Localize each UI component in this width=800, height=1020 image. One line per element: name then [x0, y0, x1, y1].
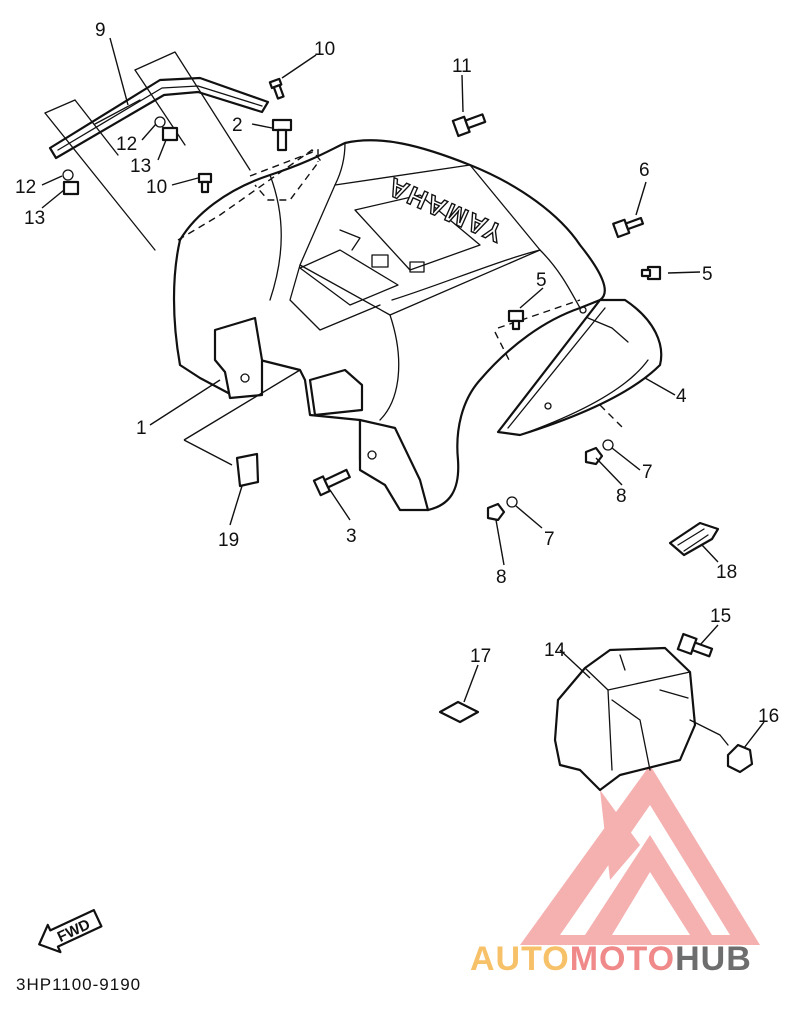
callout-4: 4: [676, 386, 687, 407]
callout-15: 15: [710, 606, 731, 627]
callout-2: 2: [232, 115, 243, 136]
washer-7-left: [506, 496, 518, 508]
callout-3: 3: [346, 526, 357, 547]
callout-8-right: 8: [616, 486, 627, 507]
callout-5-center: 5: [536, 270, 547, 291]
drawing-code: 3HP1100-9190: [16, 975, 141, 994]
callout-13-top: 13: [130, 156, 151, 177]
leader-lines: [41, 37, 765, 749]
clip-18: [668, 521, 720, 557]
brand-moto: MOTO: [570, 940, 675, 978]
label-19: [235, 452, 260, 488]
callout-9: 9: [95, 20, 106, 41]
callout-19: 19: [218, 530, 239, 551]
callout-16: 16: [758, 706, 779, 727]
callout-labels: 9 10 11 2 12 13 10 12 13 6 5 5 4 1 7 8 3…: [15, 20, 779, 727]
callout-12-left: 12: [15, 177, 36, 198]
watermark-brand: AUTOMOTOHUB: [470, 940, 752, 978]
nut-13-left: [62, 180, 80, 196]
nut-16: [726, 743, 754, 774]
callout-1: 1: [136, 418, 147, 439]
washer-12-left: [62, 169, 74, 181]
svg-text:AUTOMOTOHUB: AUTOMOTOHUB: [470, 940, 752, 978]
bolt-3: [312, 468, 351, 497]
bolt-11: [451, 113, 487, 138]
callout-17: 17: [470, 646, 491, 667]
screw-10-top: [268, 77, 285, 100]
fender-flap: [494, 298, 663, 437]
bolt-2: [271, 118, 293, 152]
callout-7-left: 7: [544, 529, 555, 550]
callout-12-top: 12: [116, 134, 137, 155]
rear-fender: YAMAHA: [172, 139, 606, 512]
callout-18: 18: [716, 562, 737, 583]
pad-17: [438, 700, 480, 724]
callout-11: 11: [452, 56, 472, 77]
nut-8-left: [486, 502, 506, 522]
bolt-15: [676, 632, 714, 658]
rear-rack-bar: [44, 51, 270, 251]
washer-12-top: [154, 116, 166, 128]
brand-auto: AUTO: [470, 940, 570, 978]
callout-8-left: 8: [496, 567, 507, 588]
bolt-6: [612, 216, 645, 239]
screw-10-lower: [197, 172, 213, 194]
brand-hub: HUB: [675, 940, 752, 978]
small-parts: [235, 452, 754, 792]
bolt-5-right: [640, 265, 662, 281]
callout-5-right: 5: [702, 264, 713, 285]
callout-10-top: 10: [314, 39, 335, 60]
washer-7-right: [602, 439, 614, 451]
bolt-5-center: [507, 309, 525, 331]
callout-10-lower: 10: [146, 177, 167, 198]
watermark-logo: [520, 765, 760, 945]
nut-13-top: [161, 126, 179, 142]
callout-6: 6: [639, 160, 650, 181]
callout-13-left: 13: [24, 208, 45, 229]
callout-14: 14: [544, 640, 566, 661]
bracket-14: [553, 646, 729, 792]
callout-7-right: 7: [642, 462, 653, 483]
fasteners: [62, 77, 662, 522]
fwd-arrow: FWD: [38, 908, 103, 954]
